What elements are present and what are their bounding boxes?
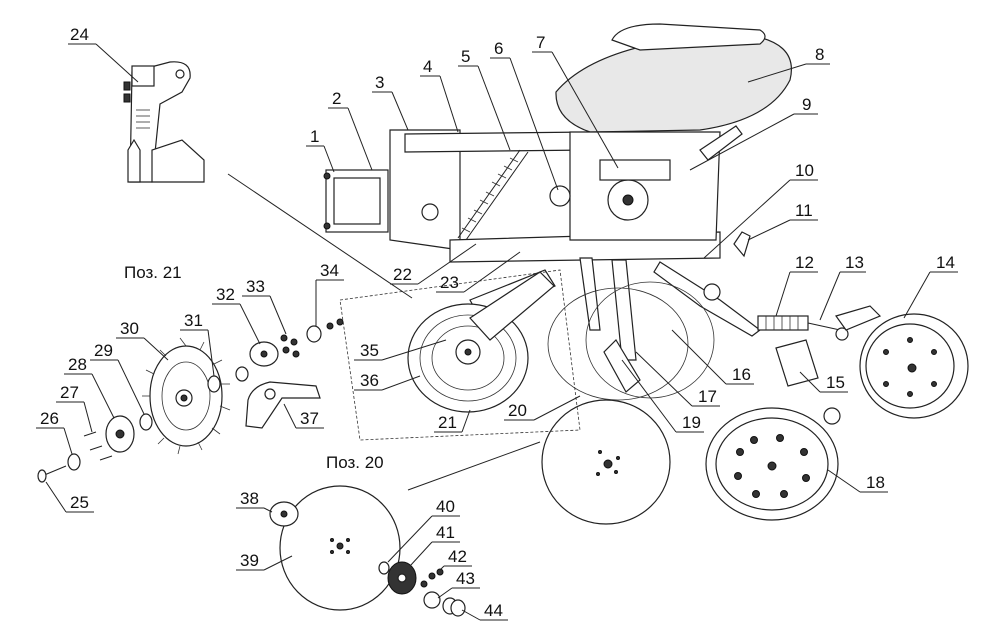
label-26: 26 <box>40 409 59 428</box>
spring-5 <box>457 149 529 241</box>
label-13: 13 <box>845 253 864 272</box>
explode-20 <box>269 485 466 617</box>
label-2: 2 <box>332 89 341 108</box>
part-18-disc <box>705 407 841 521</box>
label-37: 37 <box>300 409 319 428</box>
part-40-ring <box>378 561 390 575</box>
label-32: 32 <box>216 285 235 304</box>
part-25-bolt <box>37 465 67 483</box>
part-38-plate <box>269 501 299 527</box>
part-33-bolts <box>280 334 300 358</box>
main-frame-assembly <box>323 23 792 361</box>
part-26-washer <box>67 453 81 471</box>
label-38: 38 <box>240 489 259 508</box>
part-41-hub <box>387 561 417 595</box>
label-44: 44 <box>484 601 503 620</box>
part-31-ring <box>207 375 221 393</box>
label-20: 20 <box>508 401 527 420</box>
label-17: 17 <box>698 387 717 406</box>
label-7: 7 <box>536 33 545 52</box>
label-19: 19 <box>682 413 701 432</box>
explode-line-21 <box>227 173 413 299</box>
label-12: 12 <box>795 253 814 272</box>
label-16: 16 <box>732 365 751 384</box>
label-30: 30 <box>120 319 139 338</box>
label-23: 23 <box>440 273 459 292</box>
label-31: 31 <box>184 311 203 330</box>
label-29: 29 <box>94 341 113 360</box>
part-32-hub <box>235 341 279 382</box>
part-15-plate <box>775 339 819 387</box>
label-3: 3 <box>375 73 384 92</box>
label-41: 41 <box>436 523 455 542</box>
part-21-star-wheel <box>407 271 555 413</box>
label-15: 15 <box>826 373 845 392</box>
label-27: 27 <box>60 383 79 402</box>
label-9: 9 <box>802 95 811 114</box>
part-43-cap <box>423 591 441 609</box>
label-1: 1 <box>310 127 319 146</box>
part-42-bolt <box>428 572 436 580</box>
label-5: 5 <box>461 47 470 66</box>
part-24-bracket <box>123 61 205 183</box>
label-22: 22 <box>393 265 412 284</box>
part-30-star-wheel <box>142 337 231 455</box>
label-36: 36 <box>360 371 379 390</box>
label-11: 11 <box>795 201 813 220</box>
label-21: 21 <box>438 413 457 432</box>
label-34: 34 <box>320 261 339 280</box>
caption-pos-20: Поз. 20 <box>326 453 384 472</box>
part-20-disc <box>541 399 671 525</box>
spring-12 <box>757 315 849 341</box>
caption-pos-21: Поз. 21 <box>124 263 182 282</box>
label-35: 35 <box>360 341 379 360</box>
part-27-bolts <box>83 431 113 461</box>
label-43: 43 <box>456 569 475 588</box>
part-28-flange <box>105 415 135 453</box>
label-8: 8 <box>815 45 824 64</box>
label-10: 10 <box>795 161 814 180</box>
label-14: 14 <box>936 253 955 272</box>
explode-line-20 <box>407 441 541 491</box>
label-33: 33 <box>246 277 265 296</box>
explode-21 <box>37 318 344 483</box>
ghost-outline <box>339 269 581 441</box>
label-18: 18 <box>866 473 885 492</box>
label-25: 25 <box>70 493 89 512</box>
callout-labels: 24 1 2 3 4 5 6 7 8 9 10 11 12 <box>36 25 958 621</box>
label-6: 6 <box>494 39 503 58</box>
part-34-nut <box>326 322 334 330</box>
label-42: 42 <box>448 547 467 566</box>
label-4: 4 <box>423 57 432 76</box>
label-40: 40 <box>436 497 455 516</box>
part-14-wheel <box>835 305 969 419</box>
label-24: 24 <box>70 25 89 44</box>
label-28: 28 <box>68 355 87 374</box>
part-29-bearing <box>139 413 153 431</box>
part-34-spacer <box>306 325 322 343</box>
label-39: 39 <box>240 551 259 570</box>
